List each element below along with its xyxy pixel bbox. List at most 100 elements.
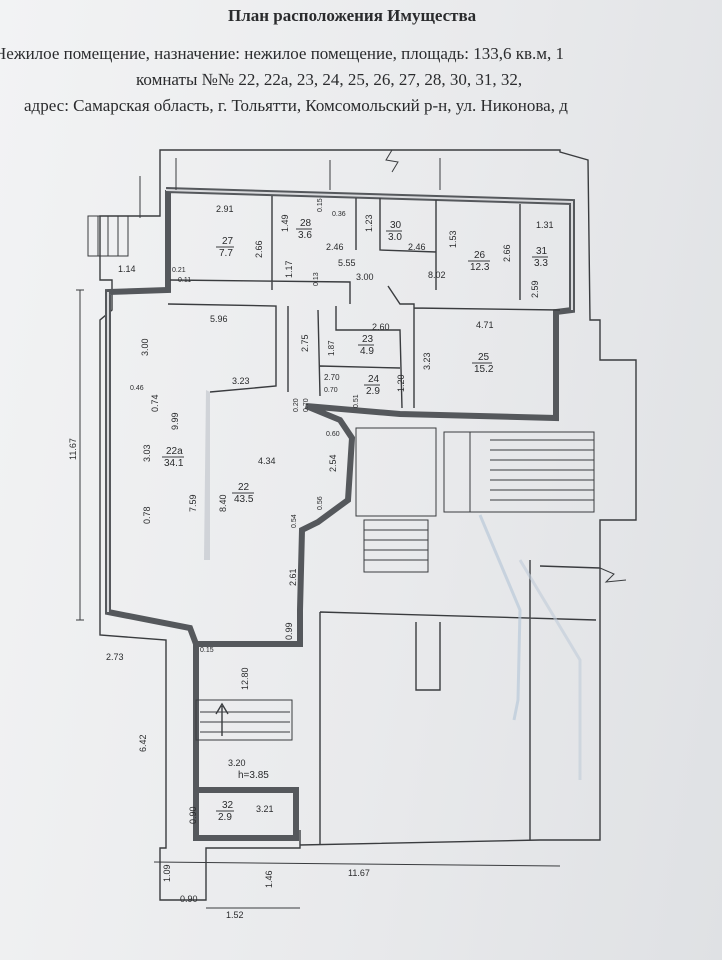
svg-text:3.6: 3.6 (298, 230, 312, 241)
svg-text:34.1: 34.1 (164, 458, 184, 469)
svg-text:2.46: 2.46 (326, 242, 344, 252)
svg-text:12.80: 12.80 (240, 667, 250, 690)
svg-text:1.14: 1.14 (118, 264, 136, 274)
svg-text:7.59: 7.59 (188, 494, 198, 512)
svg-text:2.91: 2.91 (216, 204, 234, 214)
svg-text:30: 30 (390, 220, 402, 231)
svg-text:8.40: 8.40 (218, 494, 228, 512)
svg-text:31: 31 (536, 246, 548, 257)
svg-text:0.36: 0.36 (332, 211, 346, 218)
svg-text:3.03: 3.03 (142, 444, 152, 462)
svg-text:24: 24 (368, 374, 380, 385)
dimension-labels: 2.91 2.66 1.49 0.15 0.36 1.23 2.46 1.53 … (68, 198, 554, 920)
upper-interior-walls (169, 196, 561, 408)
svg-text:11.67: 11.67 (348, 868, 370, 878)
svg-text:7.7: 7.7 (219, 248, 233, 259)
svg-text:1.52: 1.52 (226, 910, 244, 920)
svg-text:0.70: 0.70 (303, 398, 310, 412)
svg-text:2.9: 2.9 (218, 812, 232, 823)
ceiling-height-note: h=3.85 (238, 770, 269, 781)
svg-text:0.15: 0.15 (200, 647, 214, 654)
svg-text:4.9: 4.9 (360, 346, 374, 357)
svg-text:2.46: 2.46 (408, 242, 426, 252)
svg-text:1.31: 1.31 (536, 220, 554, 230)
svg-text:8.02: 8.02 (428, 270, 446, 280)
room-27-label: 277.7 (216, 236, 234, 259)
entrance-stairs (195, 699, 293, 741)
svg-text:2.54: 2.54 (328, 454, 338, 472)
svg-text:12.3: 12.3 (470, 262, 490, 273)
svg-text:15.2: 15.2 (474, 364, 494, 375)
svg-text:5.96: 5.96 (210, 314, 228, 324)
svg-text:32: 32 (222, 800, 234, 811)
svg-text:2.9: 2.9 (366, 386, 380, 397)
svg-text:2.60: 2.60 (372, 322, 390, 332)
svg-text:4.34: 4.34 (258, 456, 276, 466)
svg-text:0.20: 0.20 (293, 398, 300, 412)
middle-interior-walls (167, 303, 403, 409)
svg-text:1.53: 1.53 (448, 230, 458, 248)
svg-text:0.11: 0.11 (178, 277, 191, 284)
building-outline (99, 149, 637, 901)
svg-text:0.74: 0.74 (150, 394, 160, 412)
svg-text:22: 22 (238, 482, 250, 493)
svg-text:0.56: 0.56 (317, 496, 324, 510)
svg-text:1.09: 1.09 (162, 864, 172, 882)
entrance-arrow-icon (215, 702, 229, 736)
svg-text:1.46: 1.46 (264, 870, 274, 888)
premises-boundary-wall (105, 187, 575, 841)
svg-text:23: 23 (362, 334, 374, 345)
svg-text:3.3: 3.3 (534, 258, 548, 269)
svg-text:1.23: 1.23 (364, 214, 374, 232)
svg-text:2.59: 2.59 (530, 280, 540, 298)
stair-hall (355, 427, 437, 517)
svg-text:0.70: 0.70 (324, 387, 338, 394)
room-32-label: 322.9 (216, 800, 234, 823)
svg-text:0.90: 0.90 (180, 894, 198, 904)
svg-text:0.78: 0.78 (142, 506, 152, 524)
svg-text:0.90: 0.90 (188, 806, 198, 824)
svg-text:0.21: 0.21 (172, 267, 186, 274)
svg-text:3.23: 3.23 (232, 376, 250, 386)
svg-text:1.87: 1.87 (327, 340, 336, 356)
svg-text:3.00: 3.00 (356, 272, 374, 282)
svg-text:3.23: 3.23 (422, 352, 432, 370)
rooms-list-line: комнаты №№ 22, 22а, 23, 24, 25, 26, 27, … (136, 70, 523, 89)
svg-text:11.67: 11.67 (68, 438, 78, 460)
wall-break-marks (139, 149, 441, 218)
svg-text:26: 26 (474, 250, 486, 261)
svg-text:2.66: 2.66 (254, 240, 264, 258)
plan-title: План расположения Имущества (228, 6, 477, 25)
svg-text:0.13: 0.13 (313, 272, 320, 286)
svg-text:43.5: 43.5 (234, 494, 254, 505)
svg-text:0.15: 0.15 (317, 198, 324, 212)
svg-text:2.70: 2.70 (324, 373, 340, 382)
svg-text:28: 28 (300, 218, 312, 229)
svg-text:2.61: 2.61 (288, 568, 298, 586)
address-line: адрес: Самарская область, г. Тольятти, К… (24, 96, 568, 115)
svg-text:2.66: 2.66 (502, 244, 512, 262)
room-28-label: 283.6 (296, 218, 312, 241)
svg-text:6.42: 6.42 (138, 734, 148, 752)
room-23-label: 234.9 (358, 334, 374, 357)
room-30-label: 303.0 (386, 220, 402, 243)
svg-text:0.54: 0.54 (291, 514, 298, 528)
svg-text:0.46: 0.46 (130, 385, 144, 392)
svg-text:2.73: 2.73 (106, 652, 124, 662)
premises-description-line: Нежилое помещение, назначение: нежилое п… (0, 44, 565, 63)
svg-text:0.51: 0.51 (353, 394, 360, 408)
svg-text:27: 27 (222, 236, 234, 247)
svg-text:2.75: 2.75 (300, 334, 310, 352)
svg-text:9.99: 9.99 (170, 412, 180, 430)
svg-text:5.55: 5.55 (338, 258, 356, 268)
svg-text:25: 25 (478, 352, 490, 363)
adjacent-premises-walls (319, 560, 601, 845)
svg-text:1.49: 1.49 (280, 214, 290, 232)
svg-text:3.20: 3.20 (228, 758, 246, 768)
